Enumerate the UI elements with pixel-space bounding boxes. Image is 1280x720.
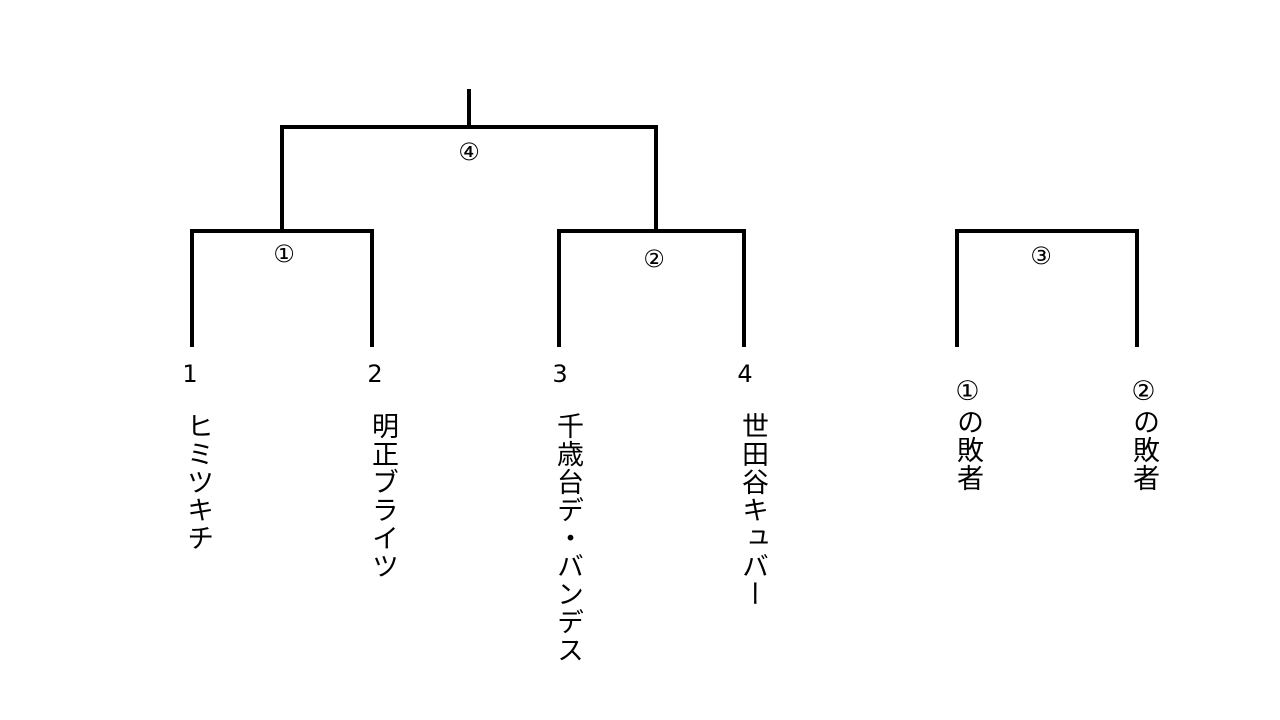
team-name-2: 明正ブライツ	[367, 412, 398, 580]
seed-number-3: 3	[552, 360, 568, 388]
match-3-bracket	[955, 229, 1139, 347]
team-name-4: 世田谷キュバー	[737, 412, 768, 608]
match-label-3: ③	[1030, 242, 1052, 270]
match-label-4: ④	[458, 138, 480, 166]
loser-slot-2: ②の敗者	[1128, 376, 1159, 492]
match-label-1: ①	[273, 240, 295, 268]
seed-number-1: 1	[182, 360, 198, 388]
match-2-bracket	[557, 229, 746, 347]
seed-number-4: 4	[737, 360, 753, 388]
team-name-1: ヒミツキチ	[182, 412, 213, 552]
team-name-3: 千歳台デ・バンデス	[552, 412, 583, 664]
loser-slot-1: ①の敗者	[952, 376, 983, 492]
seed-number-2: 2	[367, 360, 383, 388]
match-label-2: ②	[643, 245, 665, 273]
